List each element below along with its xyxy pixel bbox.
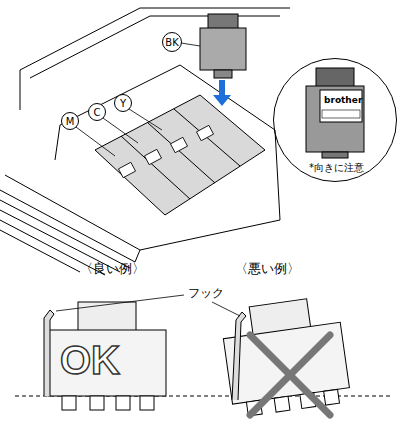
ink-cartridge	[200, 14, 246, 78]
callout-circle: Y	[114, 94, 132, 112]
insert-arrow	[213, 80, 231, 106]
ok-mark: OK	[60, 338, 120, 382]
caption-good: 〈良い例〉	[80, 262, 145, 276]
callout-letter: BK	[165, 37, 178, 48]
inset-cartridge	[306, 68, 364, 158]
slot-holders	[118, 125, 213, 177]
brand-label: brother	[324, 96, 362, 106]
leader-lines	[76, 43, 200, 156]
slot-dividers	[121, 109, 240, 199]
callout-circle: C	[88, 103, 106, 121]
hook	[232, 312, 246, 400]
bad-cartridge	[219, 295, 351, 418]
ink-bay	[95, 95, 265, 215]
callout-circle: M	[61, 112, 79, 130]
hook-label: フック	[188, 287, 224, 300]
good-cartridge	[44, 302, 166, 410]
cross-mark	[250, 335, 330, 415]
note-text: *向きに注意	[309, 162, 364, 173]
callout-letter: C	[94, 107, 101, 118]
printer-body	[0, 8, 290, 275]
callout-letter: Y	[120, 98, 126, 109]
callout-circle: BK	[162, 32, 182, 52]
inset-circle: *向きに注意	[273, 58, 397, 182]
caption-bad: 〈悪い例〉	[235, 262, 300, 276]
callout-letter: M	[66, 116, 75, 127]
